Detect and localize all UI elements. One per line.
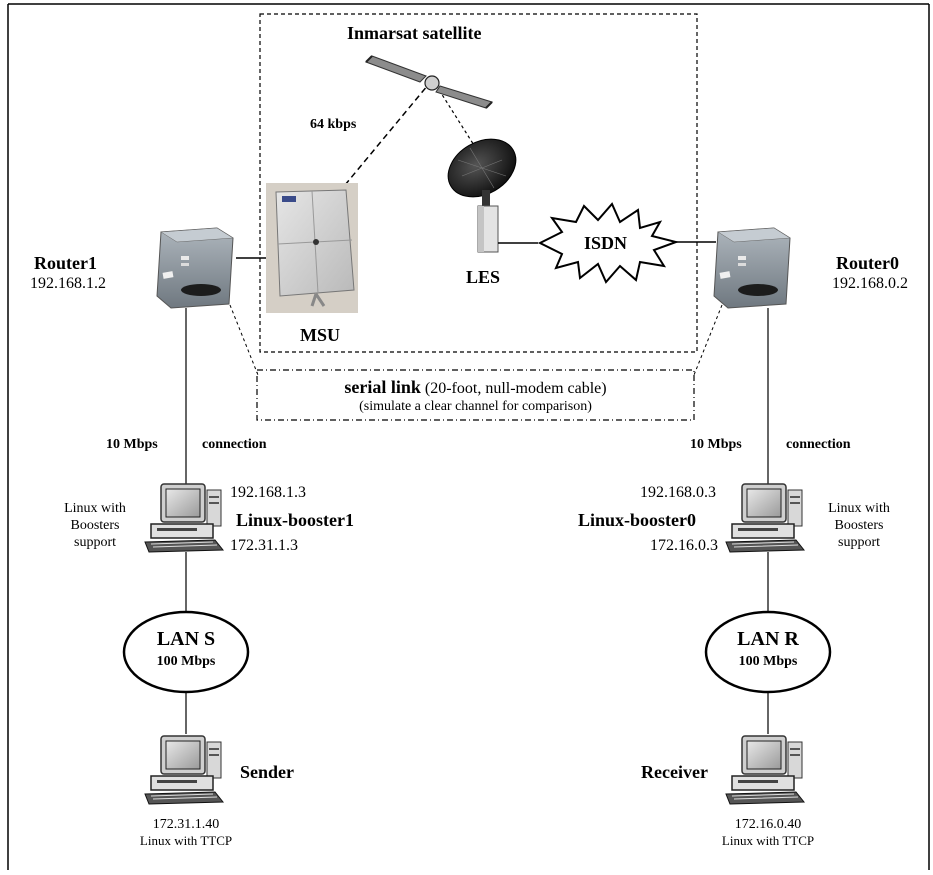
lan-r-name: LAN R [737,628,799,650]
left-booster-ip-bottom: 172.31.1.3 [230,537,298,554]
sender-name: Sender [240,762,294,782]
serial-link-box [256,369,695,421]
right-booster-ip-bottom: 172.16.0.3 [650,537,718,554]
linux-booster0-pc-icon [725,483,805,553]
lan-r-rate: 100 Mbps [738,654,798,669]
right-booster-ip-top: 192.168.0.3 [640,484,716,501]
linux-booster1-pc-icon [144,483,224,553]
lan-r-ellipse [704,610,832,694]
les-dish-icon [447,138,517,253]
router1-icon [156,227,234,309]
satellite-segment-box [259,13,698,353]
msu-terminal-icon [266,183,358,313]
receiver-name: Receiver [641,762,708,782]
left-booster-note-line1: Linux with [64,501,126,516]
left-booster-note-line2: Boosters [70,518,120,533]
left-booster-note: Linux with Boosters support [50,500,140,551]
router0-icon [713,227,791,309]
left-booster-note-line3: support [74,535,116,550]
router1-ip: 192.168.1.2 [30,275,106,292]
left-booster-ip-top: 192.168.1.3 [230,484,306,501]
lan-s-rate: 100 Mbps [156,654,216,669]
right-booster-name: Linux-booster0 [578,510,697,530]
lan-s-name: LAN S [156,628,216,650]
les-label: LES [466,267,501,287]
sender-pc-icon [144,735,224,805]
serial-link-detail: (20-foot, null-modem cable) [424,380,607,397]
right-booster-note-line3: support [838,535,880,550]
serial-link-note: (simulate a clear channel for comparison… [359,399,592,414]
right-booster-note: Linux with Boosters support [814,500,904,551]
satellite-label: Inmarsat satellite [347,23,482,43]
satellite-rate-label: 64 kbps [310,117,357,132]
serial-lead-right [693,304,723,376]
receiver-pc-icon [725,735,805,805]
isdn-label: ISDN [584,233,628,253]
right-link-rate: 10 Mbps [690,437,742,452]
serial-link-title-line: serial link (20-foot, null-modem cable) [257,378,694,397]
receiver-ip: 172.16.0.40 [734,817,802,832]
lan-s-ellipse [122,610,250,694]
left-booster-name: Linux-booster1 [236,510,355,530]
satellite-icon [365,55,493,109]
msu-label: MSU [300,325,340,345]
left-link-word: connection [202,437,267,452]
right-booster-note-line2: Boosters [834,518,884,533]
sender-desc: Linux with TTCP [139,833,233,848]
right-booster-note-line1: Linux with [828,501,890,516]
msu-satellite-link [344,84,429,186]
serial-lead-left [229,304,259,376]
sender-ip: 172.31.1.40 [152,817,220,832]
router0-name: Router0 [836,253,899,273]
satellite-les-link [435,84,478,151]
isdn-cloud-shape [537,202,680,284]
router0-ip: 192.168.0.2 [832,275,908,292]
serial-link-title: serial link [344,377,421,397]
left-link-rate: 10 Mbps [106,437,158,452]
router1-name: Router1 [34,253,97,273]
right-link-word: connection [786,437,851,452]
receiver-desc: Linux with TTCP [721,833,815,848]
